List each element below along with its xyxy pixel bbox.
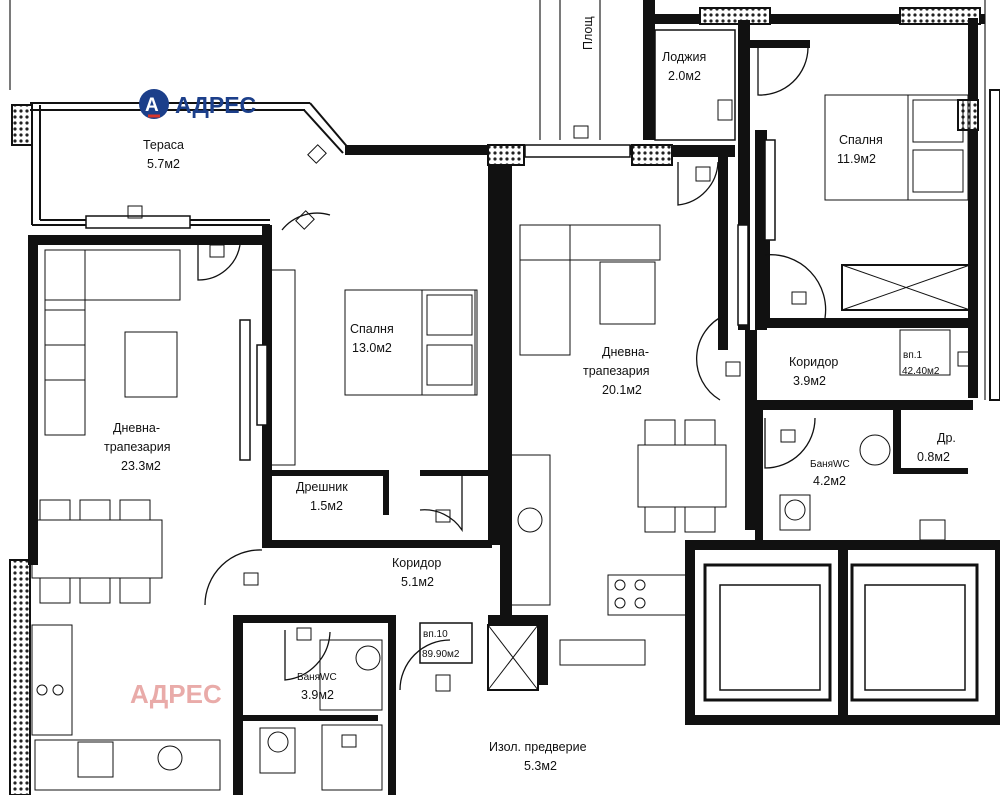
vestibule-area: 5.3м2: [524, 759, 557, 773]
shaft-small-area: 42.40м2: [902, 366, 940, 377]
wardrobe-area: 1.5м2: [310, 499, 343, 513]
bath-right-area: 4.2м2: [813, 474, 846, 488]
street-label: Площ: [581, 16, 595, 50]
shaft-small-name: вп.1: [903, 350, 923, 361]
living-mid-area: 20.1м2: [602, 383, 642, 397]
logo-emblem-letter: A: [145, 95, 159, 116]
elevator-block: [685, 540, 1000, 725]
living-left-name1: Дневна-: [113, 421, 160, 435]
bath-mid-name: БаняWC: [297, 672, 337, 683]
terrace-name: Тераса: [143, 138, 184, 152]
bath-mid-area: 3.9м2: [301, 688, 334, 702]
terrace-railing: [30, 102, 351, 226]
living-mid-name2: трапезария: [583, 364, 649, 378]
shaft-mid-area: 89.90м2: [422, 649, 460, 660]
logo-emblem-icon: [139, 89, 169, 119]
watermark-text: АДРЕС: [130, 679, 222, 709]
brand-logo: A АДРЕС: [139, 89, 256, 119]
bedroom-right-name: Спалня: [839, 133, 883, 147]
wardrobe-small-name: Др.: [937, 431, 956, 445]
site-lines: [9, 0, 986, 400]
room-labels: Тераса 5.7м2 Лоджия 2.0м2 Спалня 11.9м2 …: [104, 50, 956, 773]
furniture: [31, 94, 971, 791]
living-mid-name1: Дневна-: [602, 345, 649, 359]
bedroom-mid-name: Спалня: [350, 322, 394, 336]
corridor-right-area: 3.9м2: [793, 374, 826, 388]
logo-text: АДРЕС: [175, 92, 256, 118]
terrace-area: 5.7м2: [147, 157, 180, 171]
corridor-mid-name: Коридор: [392, 556, 441, 570]
living-left-name2: трапезария: [104, 440, 170, 454]
corridor-right-name: Коридор: [789, 355, 838, 369]
bath-right-name: БаняWC: [810, 459, 850, 470]
shaft-mid-box: [419, 622, 473, 664]
exterior-walls: [9, 0, 1000, 795]
loggia-name: Лоджия: [662, 50, 706, 64]
living-left-area: 23.3м2: [121, 459, 161, 473]
loggia-area: 2.0м2: [668, 69, 701, 83]
windows: [85, 29, 776, 461]
vestibule-name: Изол. предверие: [489, 740, 587, 754]
bedroom-mid-area: 13.0м2: [352, 341, 392, 355]
corridor-mid-area: 5.1м2: [401, 575, 434, 589]
doors: [197, 47, 827, 691]
wardrobe-small-area: 0.8м2: [917, 450, 950, 464]
wardrobe-name: Дрешник: [296, 480, 348, 494]
shaft-crosses: [487, 264, 971, 691]
bedroom-right-area: 11.9м2: [837, 152, 876, 166]
fixture-icons: [127, 99, 973, 748]
shaft-mid-name: вп.10: [423, 629, 448, 640]
